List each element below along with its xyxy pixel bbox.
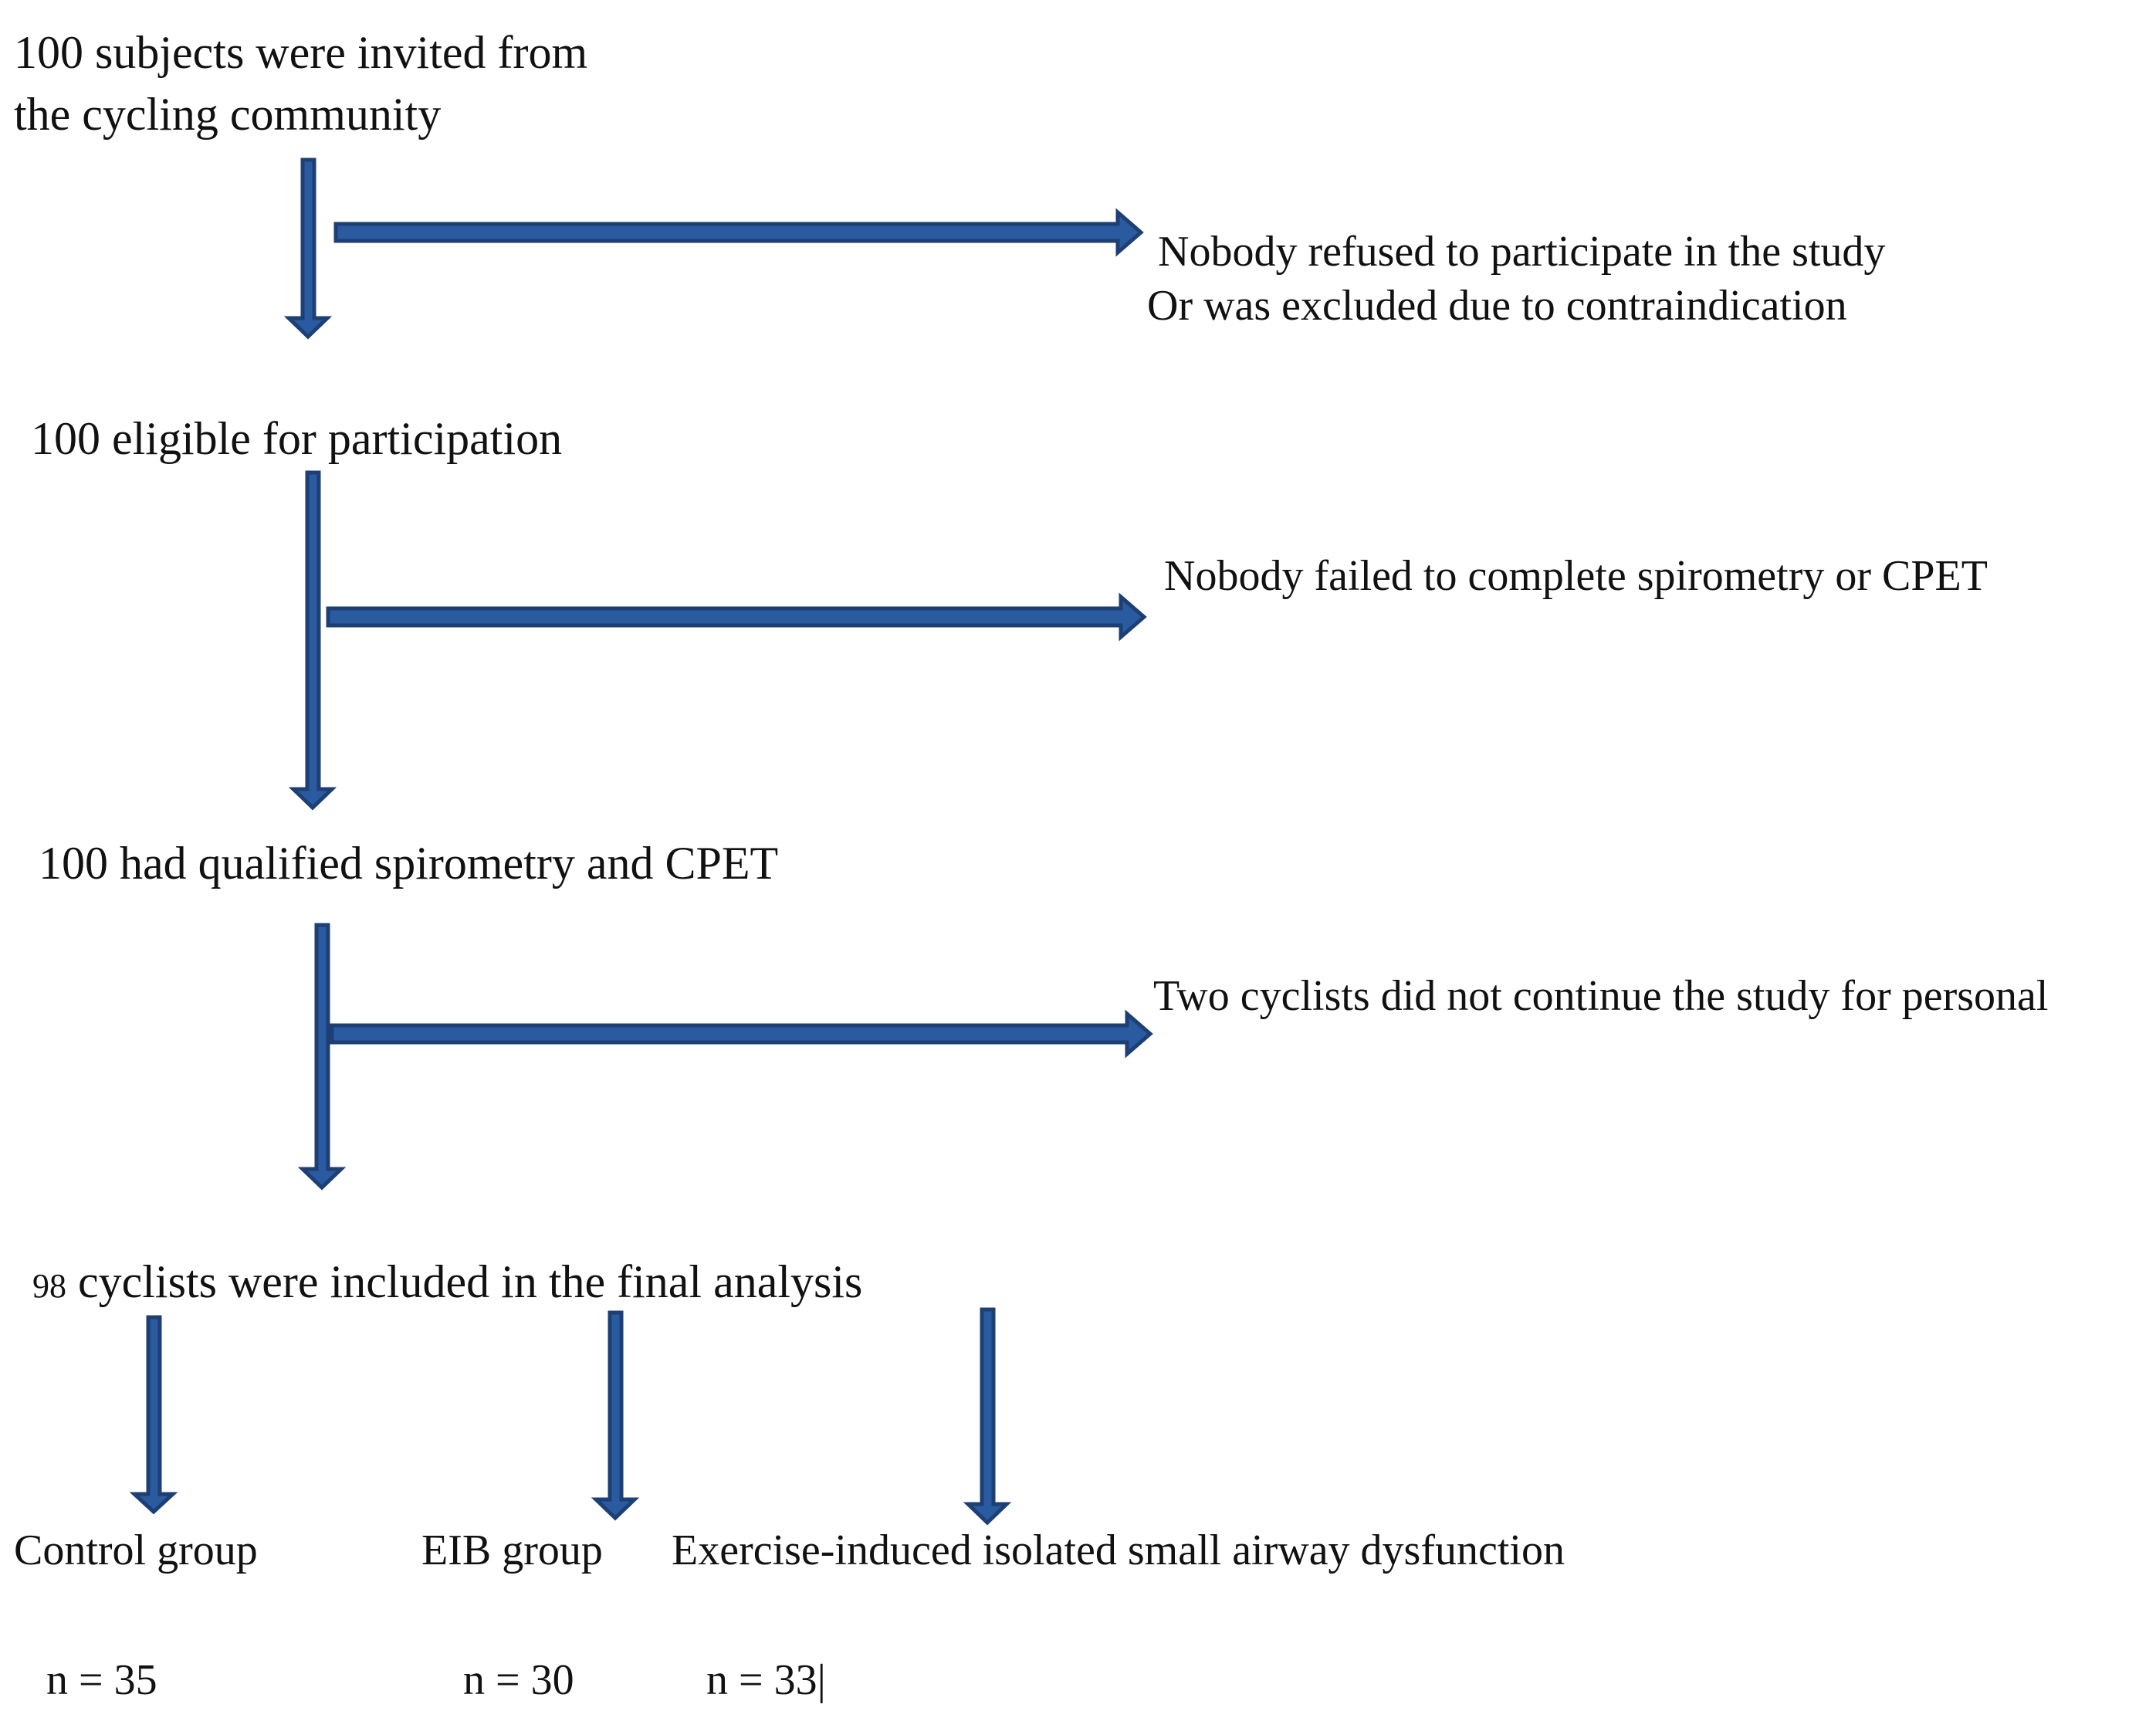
- step-final-count: 98: [32, 1267, 66, 1305]
- group-arrow-control: [129, 1315, 178, 1515]
- exclusion-2-text: failed to complete spirometry or CPET: [1314, 552, 1988, 600]
- step-eligible: 100 eligible for participation: [31, 413, 563, 464]
- down-arrow-3: [297, 923, 347, 1191]
- exclusion-1-line2: Or was excluded due to contraindication: [1147, 282, 1847, 330]
- group-saed-label: Exercise-induced isolated small airway d…: [672, 1526, 1565, 1574]
- right-arrow-2: [326, 592, 1147, 642]
- exclusion-2: Nobody failed to complete spirometry or …: [1164, 548, 1988, 604]
- step-invited-line2: the cycling community: [14, 89, 442, 140]
- group-saed-n: n = 33|: [706, 1656, 826, 1704]
- exclusion-1-line1: Nobody refused to participate in the stu…: [1158, 228, 1886, 276]
- group-control-label: Control group: [14, 1526, 258, 1574]
- group-eib-label: EIB group: [421, 1526, 603, 1574]
- group-arrow-saed: [963, 1307, 1012, 1526]
- group-arrow-eib: [591, 1310, 640, 1521]
- step-final-text: cyclists were included in the final anal…: [78, 1256, 863, 1307]
- step-invited-line1: 100 subjects were invited from: [14, 27, 588, 78]
- down-arrow-2: [288, 470, 337, 811]
- step-qualified: 100 had qualified spirometry and CPET: [39, 838, 779, 889]
- group-control-n: n = 35: [46, 1656, 157, 1704]
- step-final: 98 cyclists were included in the final a…: [32, 1251, 862, 1317]
- down-arrow-1: [283, 158, 333, 340]
- exclusion-2-prefix: Nobody: [1164, 552, 1304, 600]
- right-arrow-3: [330, 1009, 1153, 1059]
- exclusion-3: Two cyclists did not continue the study …: [1153, 972, 2049, 1020]
- group-eib-n: n = 30: [463, 1656, 574, 1704]
- right-arrow-1: [333, 208, 1144, 257]
